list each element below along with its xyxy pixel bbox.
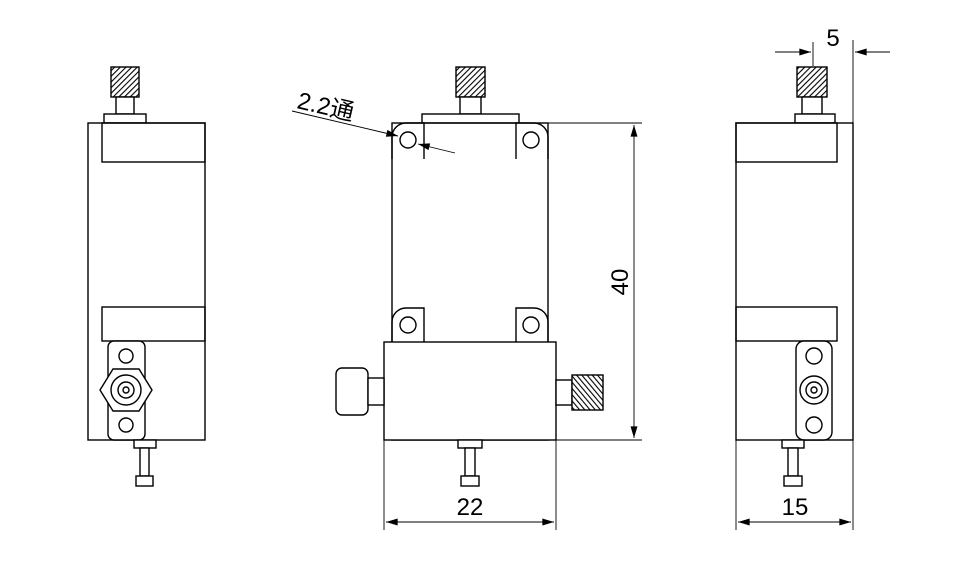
front-width-label: 22 (457, 494, 484, 521)
mounting-ear-top-right (515, 122, 549, 159)
lower-band (101, 306, 206, 342)
mounting-hole (118, 417, 134, 433)
top-screw-neck (115, 96, 135, 115)
hex-nut (99, 368, 153, 412)
right-side-view (735, 66, 854, 487)
bottom-pin-head (783, 475, 803, 487)
height-dimension: 40 (548, 122, 642, 441)
bottom-pin-head (135, 475, 154, 487)
mounting-ear-top-left (391, 122, 425, 159)
leader-line (291, 110, 399, 137)
right-body-outline (735, 122, 854, 441)
mounting-hole (399, 316, 417, 334)
screw-width-dimension: 5 (775, 25, 890, 123)
height-label: 40 (607, 269, 634, 296)
connector-pin (122, 386, 130, 394)
bottom-pin (464, 447, 476, 477)
mounting-hole (118, 348, 134, 364)
bottom-pin-head (460, 475, 480, 487)
side-connector-nut (335, 367, 369, 416)
front-view (335, 66, 604, 487)
hole-callout-label: 2.2通 (295, 88, 357, 127)
side-width-dimension: 15 (735, 440, 854, 530)
mounting-hole (399, 131, 417, 149)
mounting-hole (805, 347, 823, 365)
top-screw-neck (459, 96, 482, 115)
connector-inner (117, 381, 135, 399)
bottom-stub (457, 439, 483, 449)
top-plate (421, 113, 520, 124)
connector-pin (810, 386, 818, 394)
side-connector-neck (367, 377, 385, 406)
left-side-view (87, 66, 206, 487)
lower-housing (383, 341, 557, 441)
connector-outer (799, 375, 829, 405)
front-width-dimension: 22 (383, 440, 557, 530)
mounting-hole (805, 416, 823, 434)
bottom-pin (139, 447, 150, 477)
top-knurled-screw-knob (110, 66, 140, 98)
connector-plate (795, 340, 833, 441)
bottom-stub (133, 439, 157, 449)
top-knurled-screw-knob (796, 66, 828, 98)
top-knurled-screw-knob (455, 66, 486, 98)
connector-inner (805, 381, 823, 399)
leader-line (417, 143, 456, 154)
top-screw-base (103, 113, 147, 124)
side-width-label: 15 (782, 494, 809, 521)
lower-band (735, 306, 838, 342)
connector-outer (110, 374, 142, 406)
mounting-hole (522, 316, 540, 334)
bottom-pin (787, 447, 799, 477)
bottom-stub (781, 439, 805, 449)
mounting-ear-mid-right (515, 307, 549, 342)
side-screw-neck (555, 379, 573, 406)
top-screw-neck (801, 96, 823, 115)
upper-band (101, 122, 206, 163)
mounting-hole (522, 131, 540, 149)
mounting-ear-mid-left (391, 307, 425, 342)
upper-band (735, 122, 838, 163)
screw-width-label: 5 (826, 25, 839, 52)
side-knurled-screw-knob (571, 374, 604, 411)
top-screw-base (794, 113, 836, 124)
